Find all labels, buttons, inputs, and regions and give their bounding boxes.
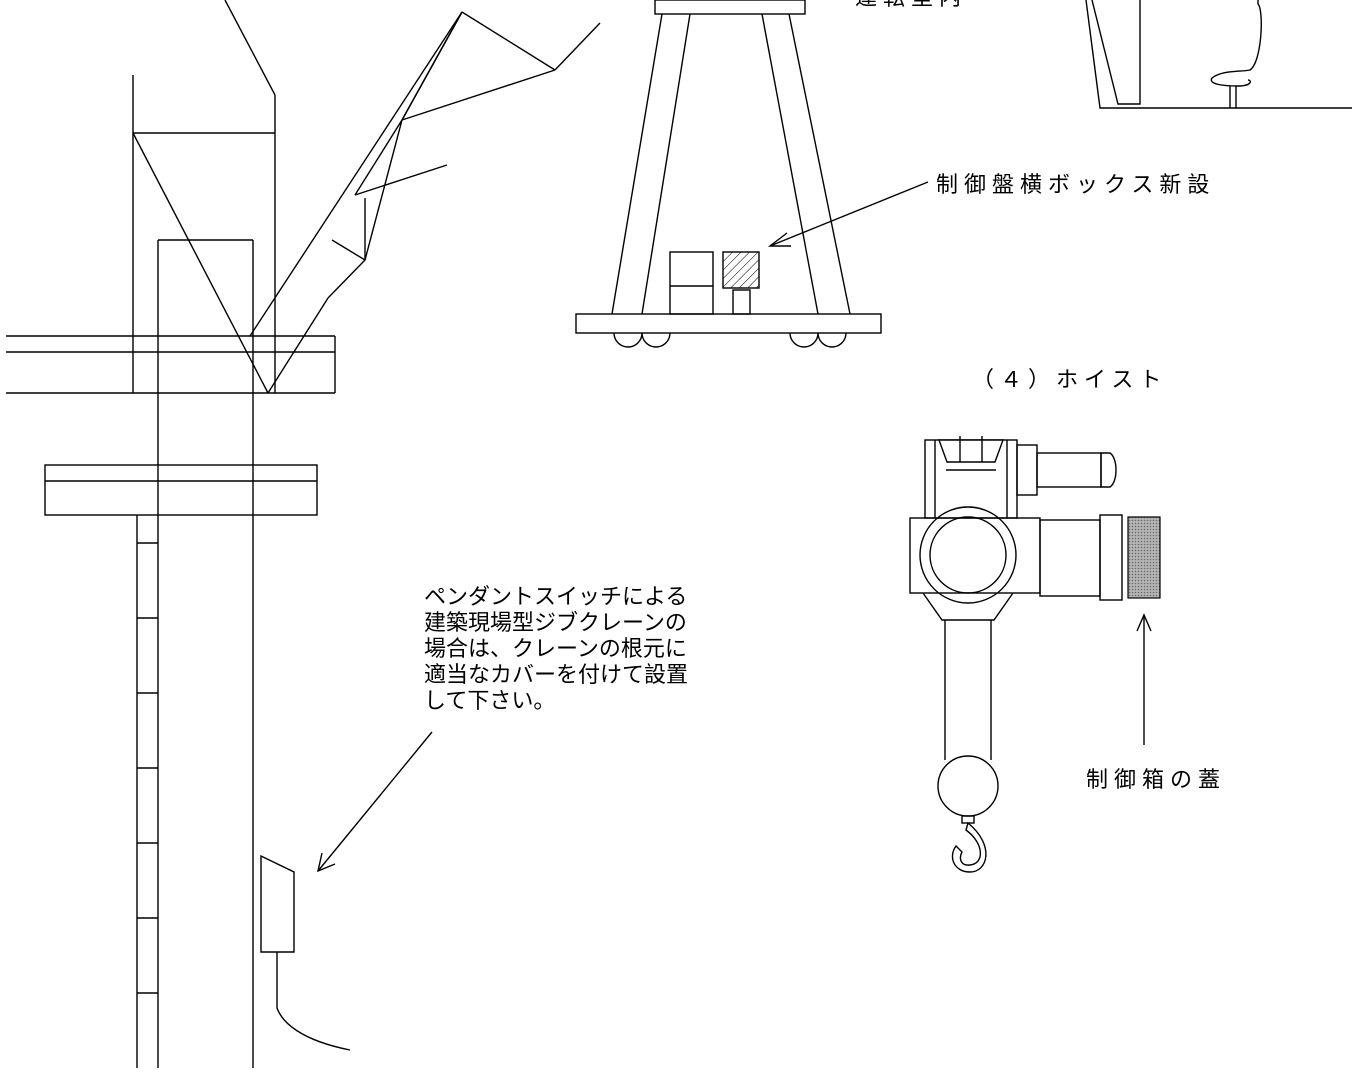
hoist-heading: （４）ホイスト (972, 368, 1167, 393)
lid-arrowhead (1136, 613, 1152, 632)
gantry-crane-drawing (575, 0, 882, 348)
control-panel-callout: 制御盤横ボックス新設 (767, 173, 1215, 247)
control-box-lid (1127, 516, 1161, 599)
control-box-lid-label: 制御箱の蓋 (1086, 768, 1226, 793)
lid-callout: 制御箱の蓋 (1086, 613, 1226, 793)
note-arrowhead (317, 852, 336, 873)
new-control-box (722, 251, 760, 289)
control-panel-arrowhead (767, 232, 791, 247)
hoist-drawing (909, 436, 1161, 873)
note-line-3: 場合は、クレーンの根元に (424, 637, 687, 662)
pendant-note: ペンダントスイッチによる 建築現場型ジブクレーンの 場合は、クレーンの根元に 適… (317, 585, 688, 873)
note-line-5: して下さい。 (424, 689, 555, 714)
note-arrow (317, 731, 433, 872)
top-right-cutoff-label: 運転室内 (855, 0, 967, 11)
control-panel-arrow (769, 181, 929, 247)
note-line-4: 適当なカバーを付けて設置 (424, 663, 688, 688)
jib-crane-drawing (6, 0, 601, 1068)
note-line-2: 建築現場型ジブクレーンの (424, 611, 687, 636)
note-line-1: ペンダントスイッチによる (424, 585, 687, 610)
control-panel-box-label: 制御盤横ボックス新設 (936, 173, 1215, 198)
cab-interior-fragment: 運転室内 (855, 0, 1352, 109)
